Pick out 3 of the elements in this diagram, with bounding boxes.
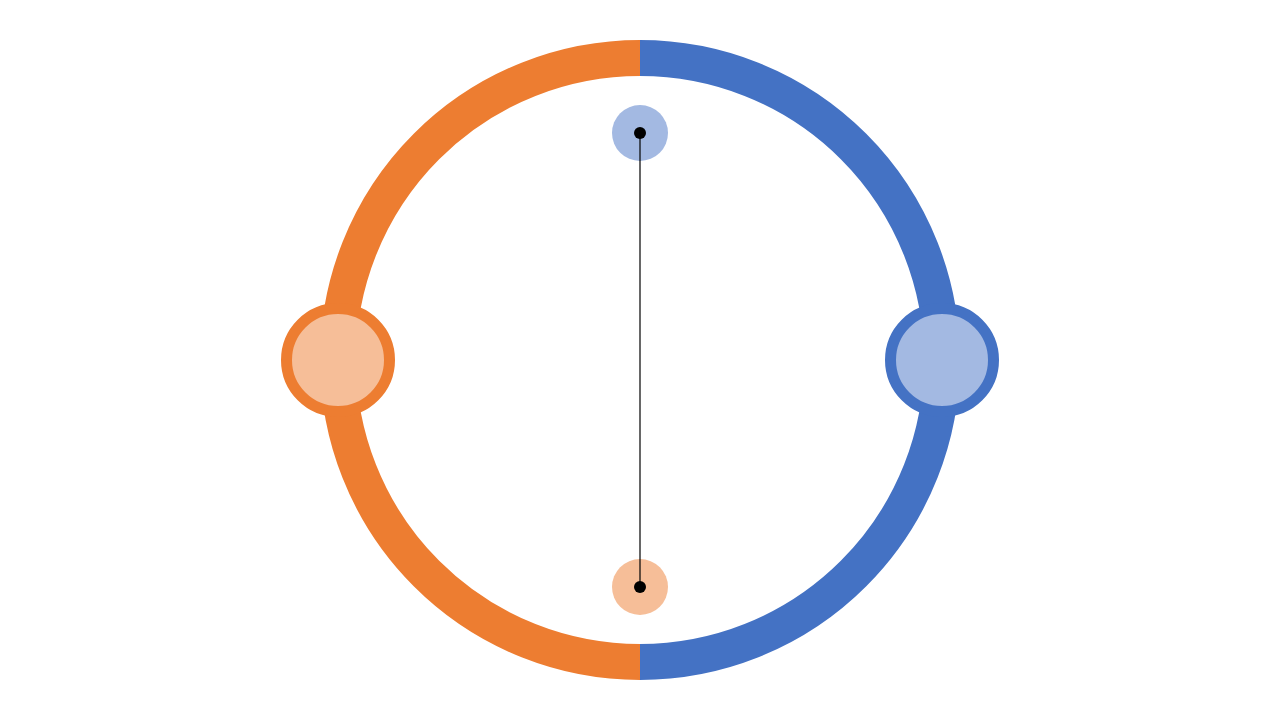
connector-line — [634, 127, 646, 593]
circle-marker — [612, 105, 668, 161]
circle-marker — [612, 559, 668, 615]
